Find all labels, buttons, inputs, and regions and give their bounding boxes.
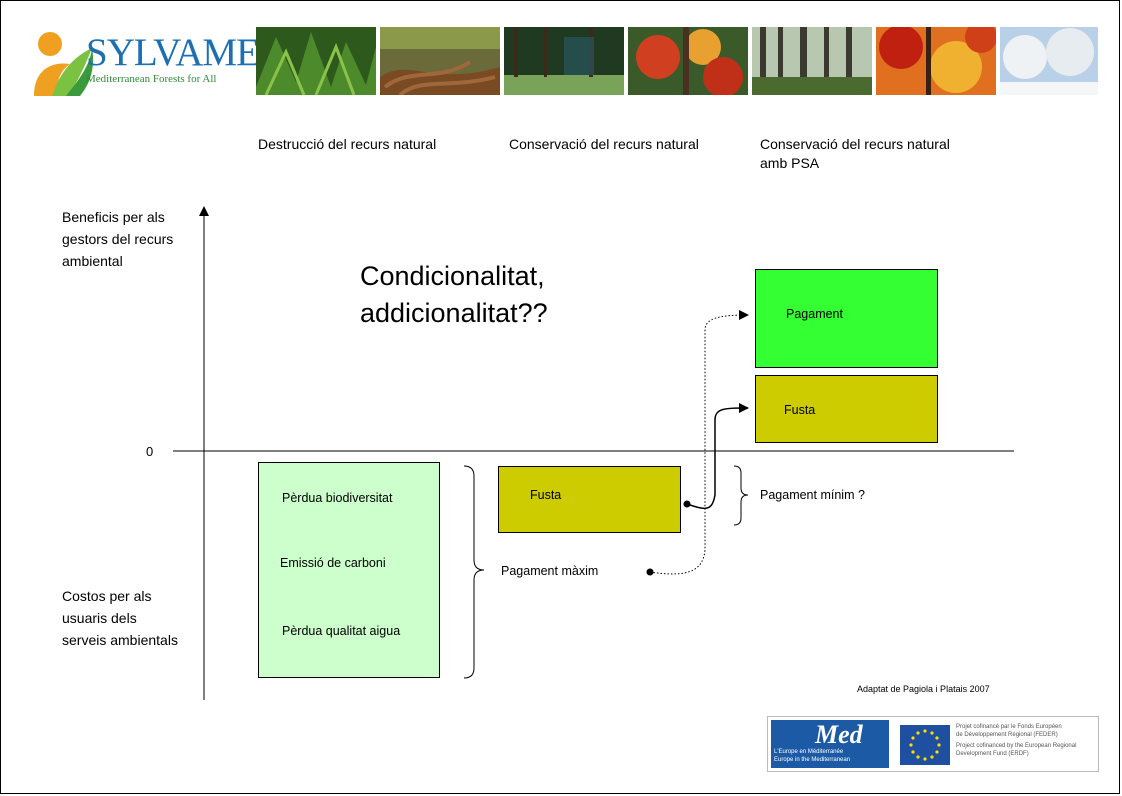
max-payment-arrow (649, 310, 749, 575)
med-line-1: L'Europe en Méditerranée (774, 749, 844, 755)
fusta-conservation-box (498, 466, 681, 533)
fusta-conservation-label: Fusta (530, 488, 562, 502)
min-payment-label: Pagament mínim ? (760, 488, 865, 502)
pagament-box (755, 269, 938, 368)
source-credit: Adaptat de Pagiola i Platais 2007 (857, 684, 990, 694)
fern-photo (256, 27, 376, 95)
sylvamed-emblem-icon (34, 32, 94, 96)
loss-biodiversity-label: Pèrdua biodiversitat (282, 491, 393, 505)
tree-trunks-photo (752, 27, 872, 95)
y-axis-top-label: Beneficis per als gestors del recurs amb… (62, 209, 174, 269)
y-axis-arrowhead (199, 206, 209, 216)
snowy-trees-photo (1000, 27, 1098, 95)
column-title-conservation: Conservació del recurs natural (509, 136, 699, 152)
column-title-destruction: Destrucció del recurs natural (258, 136, 437, 152)
autumn-leaves-photo (628, 27, 748, 95)
med-line-2: Europe in the Mediterranean (774, 757, 851, 763)
zero-label: 0 (146, 444, 154, 459)
logo-subtitle: Mediterranean Forests for All (86, 73, 217, 85)
max-payment-label: Pagament màxim (501, 564, 599, 578)
red-autumn-photo (876, 27, 996, 95)
feder-line-2: de Développement Régional (FEDER) (956, 732, 1058, 738)
fusta-transfer-arrow (686, 403, 749, 510)
environmental-losses-box (258, 462, 440, 678)
sylvamed-logo (30, 26, 242, 98)
med-logo-text: Med (815, 720, 863, 749)
min-payment-brace (733, 465, 749, 526)
erdf-line-2: Development Fund (ERDF) (956, 751, 1029, 757)
y-axis-bottom-label: Costos per als usuaris dels serveis ambi… (62, 588, 178, 648)
max-payment-brace (463, 465, 485, 679)
question-text: Condicionalitat, addicionalitat?? (360, 261, 548, 328)
eu-flag-icon (900, 725, 950, 765)
column-title-conservation-psa: Conservació del recurs natural amb PSA (760, 136, 950, 171)
roots-photo (380, 27, 500, 95)
forest-meadow-photo (504, 27, 624, 95)
logo-title: SYLVAMED (86, 31, 287, 74)
eu-funding-logo: Med L'Europe en Méditerranée Europe in t… (767, 716, 1099, 772)
med-programme-logo: Med L'Europe en Méditerranée Europe in t… (771, 720, 889, 768)
fusta-psa-label: Fusta (784, 403, 816, 417)
fusta-psa-box (755, 375, 938, 443)
pagament-label: Pagament (786, 307, 843, 321)
feder-line-1: Projet cofinancé par le Fonds Européen (956, 724, 1062, 730)
loss-water-label: Pèrdua qualitat aigua (282, 624, 401, 638)
feder-text: Projet cofinancé par le Fonds Européen d… (956, 723, 1098, 758)
erdf-line-1: Project cofinanced by the European Regio… (956, 743, 1077, 749)
loss-carbon-label: Emissió de carboni (280, 556, 386, 570)
